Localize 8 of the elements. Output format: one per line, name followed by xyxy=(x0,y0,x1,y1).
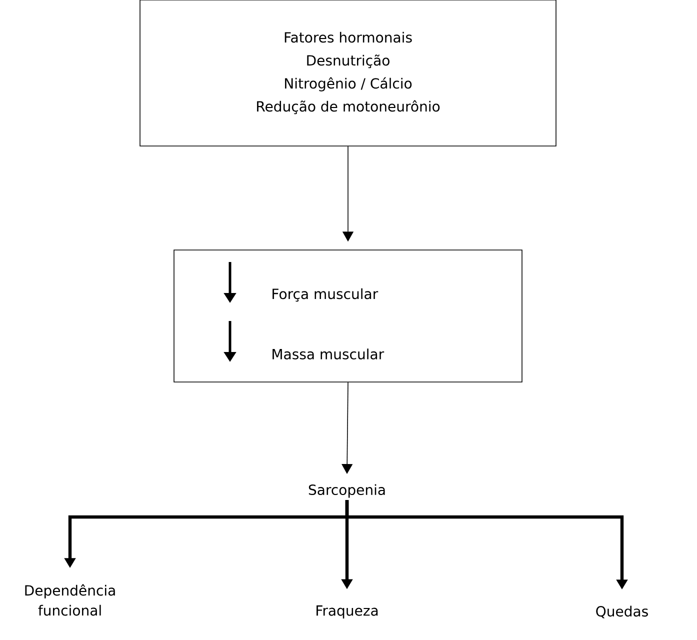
process-box: Fatores hormonais Desnutrição Nitrogênio / Cálcio Redução de motoneurônio xyxy=(140,0,556,146)
node-text: Fraqueza xyxy=(316,605,378,619)
node-text: Massa muscular xyxy=(272,348,384,360)
node-text: Dependência funcional xyxy=(25,584,115,616)
node-text: Força muscular xyxy=(272,288,378,302)
node-text: Sarcopenia xyxy=(308,484,385,498)
arrow xyxy=(342,382,353,474)
node-text: Quedas xyxy=(596,606,648,618)
